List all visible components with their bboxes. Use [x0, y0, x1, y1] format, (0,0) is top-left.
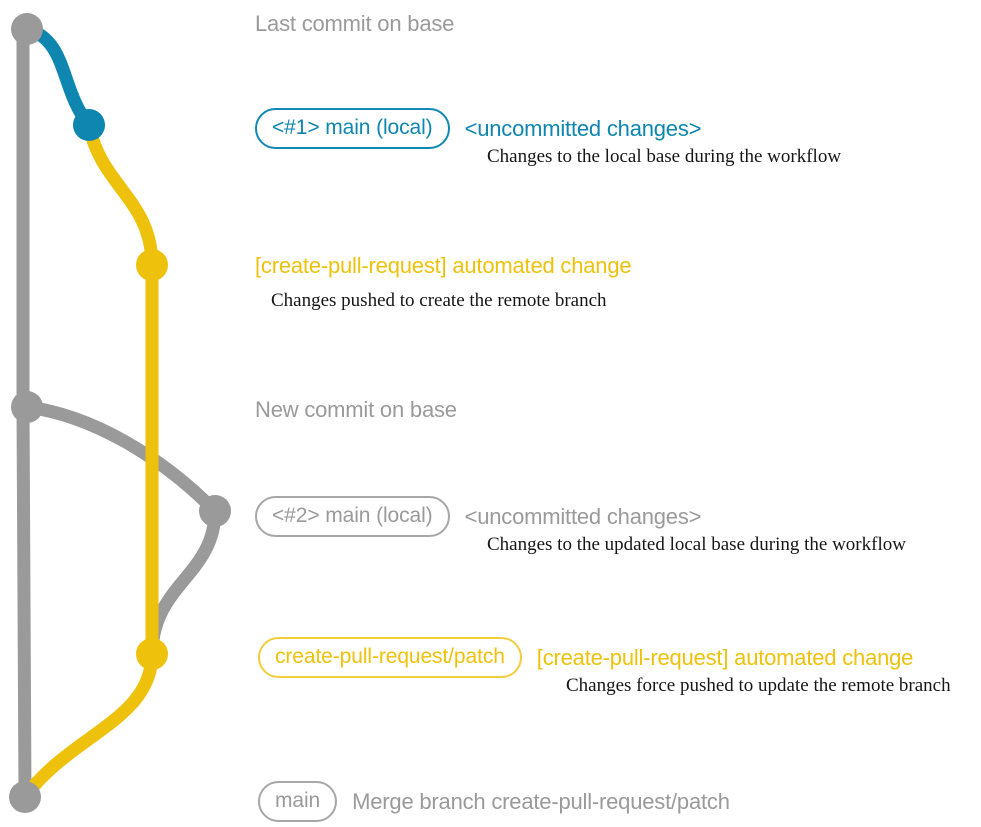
row-merge-branch: main Merge branch create-pull-request/pa…	[258, 781, 730, 822]
row-updated-local-base-changes: <#2> main (local) <uncommitted changes>	[255, 496, 701, 537]
local2-to-patch-line	[145, 504, 222, 661]
patch-merge-to-base-line	[18, 647, 159, 804]
row-new-commit-on-base: New commit on base	[255, 399, 457, 421]
node-merge-commit[interactable]	[9, 781, 41, 813]
row-description-local-base-changes: Changes to the local base during the wor…	[487, 146, 842, 167]
badge-main[interactable]: main	[258, 781, 338, 822]
row-title: Last commit on base	[255, 11, 455, 36]
node-base-new-commit[interactable]	[11, 391, 43, 423]
row-last-commit-on-base: Last commit on base	[255, 13, 454, 35]
local1-to-automated1-line	[82, 118, 159, 272]
node-automated-change-2[interactable]	[136, 638, 168, 670]
row-description-update-remote-branch: Changes force pushed to update the remot…	[566, 675, 951, 696]
row-create-remote-branch: [create-pull-request] automated change	[255, 253, 632, 278]
node-automated-change-1[interactable]	[136, 249, 168, 281]
row-title: Merge branch create-pull-request/patch	[352, 788, 730, 814]
base-to-local2-line	[20, 400, 222, 518]
node-base-last-commit[interactable]	[11, 13, 43, 45]
base-to-local1-line	[20, 22, 96, 132]
badge-create-pull-request-patch[interactable]: create-pull-request/patch	[258, 637, 522, 678]
row-description-create-remote-branch: Changes pushed to create the remote bran…	[271, 290, 607, 311]
row-title: <uncommitted changes>	[464, 115, 702, 141]
row-description-updated-local-base-changes: Changes to the updated local base during…	[487, 534, 906, 555]
node-local-uncommitted-1[interactable]	[73, 109, 105, 141]
row-local-base-changes: <#1> main (local) <uncommitted changes>	[255, 108, 701, 149]
badge-main-local-2[interactable]: <#2> main (local)	[255, 496, 450, 537]
row-title: New commit on base	[255, 397, 457, 422]
row-title: [create-pull-request] automated change	[255, 253, 632, 278]
node-local-uncommitted-2[interactable]	[199, 495, 231, 527]
row-title: [create-pull-request] automated change	[536, 644, 914, 670]
row-title: <uncommitted changes>	[464, 503, 702, 529]
badge-main-local-1[interactable]: <#1> main (local)	[255, 108, 450, 149]
row-update-remote-branch: create-pull-request/patch [create-pull-r…	[258, 637, 913, 678]
